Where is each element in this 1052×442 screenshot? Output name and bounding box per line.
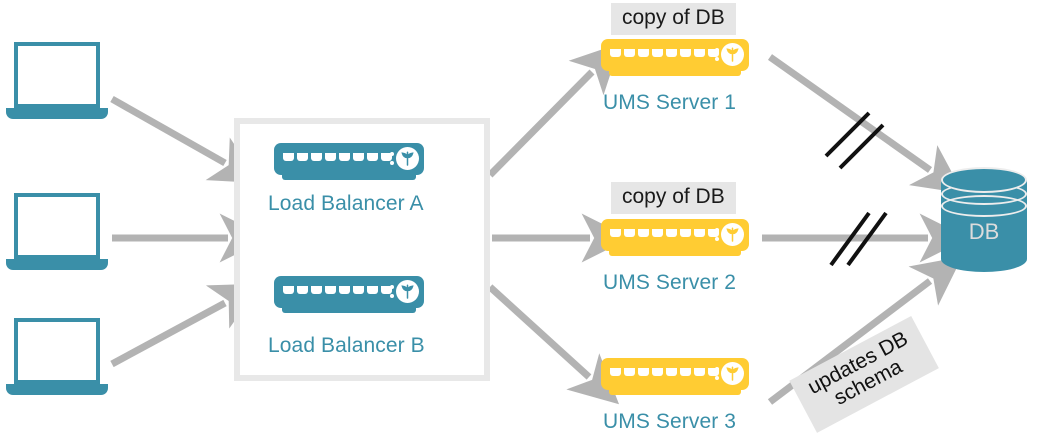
load-balancer-a-label: Load Balancer A: [268, 192, 424, 215]
ums-server-1-label: UMS Server 1: [603, 91, 737, 114]
device-foot: [282, 306, 416, 313]
connector-lb-to-ums1: [487, 43, 621, 178]
load-balancer-b-label: Load Balancer B: [268, 334, 425, 357]
db-top-cap: [941, 167, 1027, 193]
copy-of-db-badge-1: copy of DB: [611, 3, 736, 35]
device-ports: [610, 229, 719, 237]
vendor-logo-icon: [721, 43, 744, 66]
laptop-screen: [14, 193, 100, 259]
laptop-base: [6, 108, 108, 119]
vendor-logo-icon: [396, 280, 419, 303]
db-ring-2: [941, 195, 1027, 217]
connector-laptop3-to-lb: [110, 283, 261, 368]
device-ports: [610, 49, 719, 57]
connector-ums1-to-db: [767, 54, 964, 194]
break-mark-ums1: [824, 111, 885, 170]
laptop-base: [6, 384, 108, 395]
laptop-base: [6, 259, 108, 270]
device-ports: [610, 368, 719, 376]
device-status-dots: [390, 285, 394, 303]
device-status-dots: [715, 228, 719, 246]
device-foot: [609, 249, 741, 256]
device-status-dots: [715, 367, 719, 385]
device-status-dots: [390, 152, 394, 170]
device-ports: [283, 153, 392, 161]
break-mark-ums2: [829, 211, 888, 267]
vendor-logo-icon: [721, 362, 744, 385]
laptop-screen: [14, 42, 100, 108]
device-foot: [282, 173, 416, 180]
vendor-logo-icon: [396, 147, 419, 170]
device-status-dots: [715, 48, 719, 66]
device-ports: [283, 286, 392, 294]
db-label: DB: [968, 219, 1000, 244]
device-foot: [609, 69, 741, 76]
database-cylinder-icon[interactable]: DB: [941, 167, 1027, 272]
laptop-screen: [14, 318, 100, 384]
connector-laptop1-to-lb: [110, 95, 261, 184]
connector-lb-to-ums3: [487, 284, 620, 405]
ums-server-2-label: UMS Server 2: [603, 271, 737, 294]
device-foot: [609, 388, 741, 395]
ums-server-3-label: UMS Server 3: [603, 410, 737, 433]
vendor-logo-icon: [721, 223, 744, 246]
copy-of-db-badge-2: copy of DB: [611, 182, 736, 214]
